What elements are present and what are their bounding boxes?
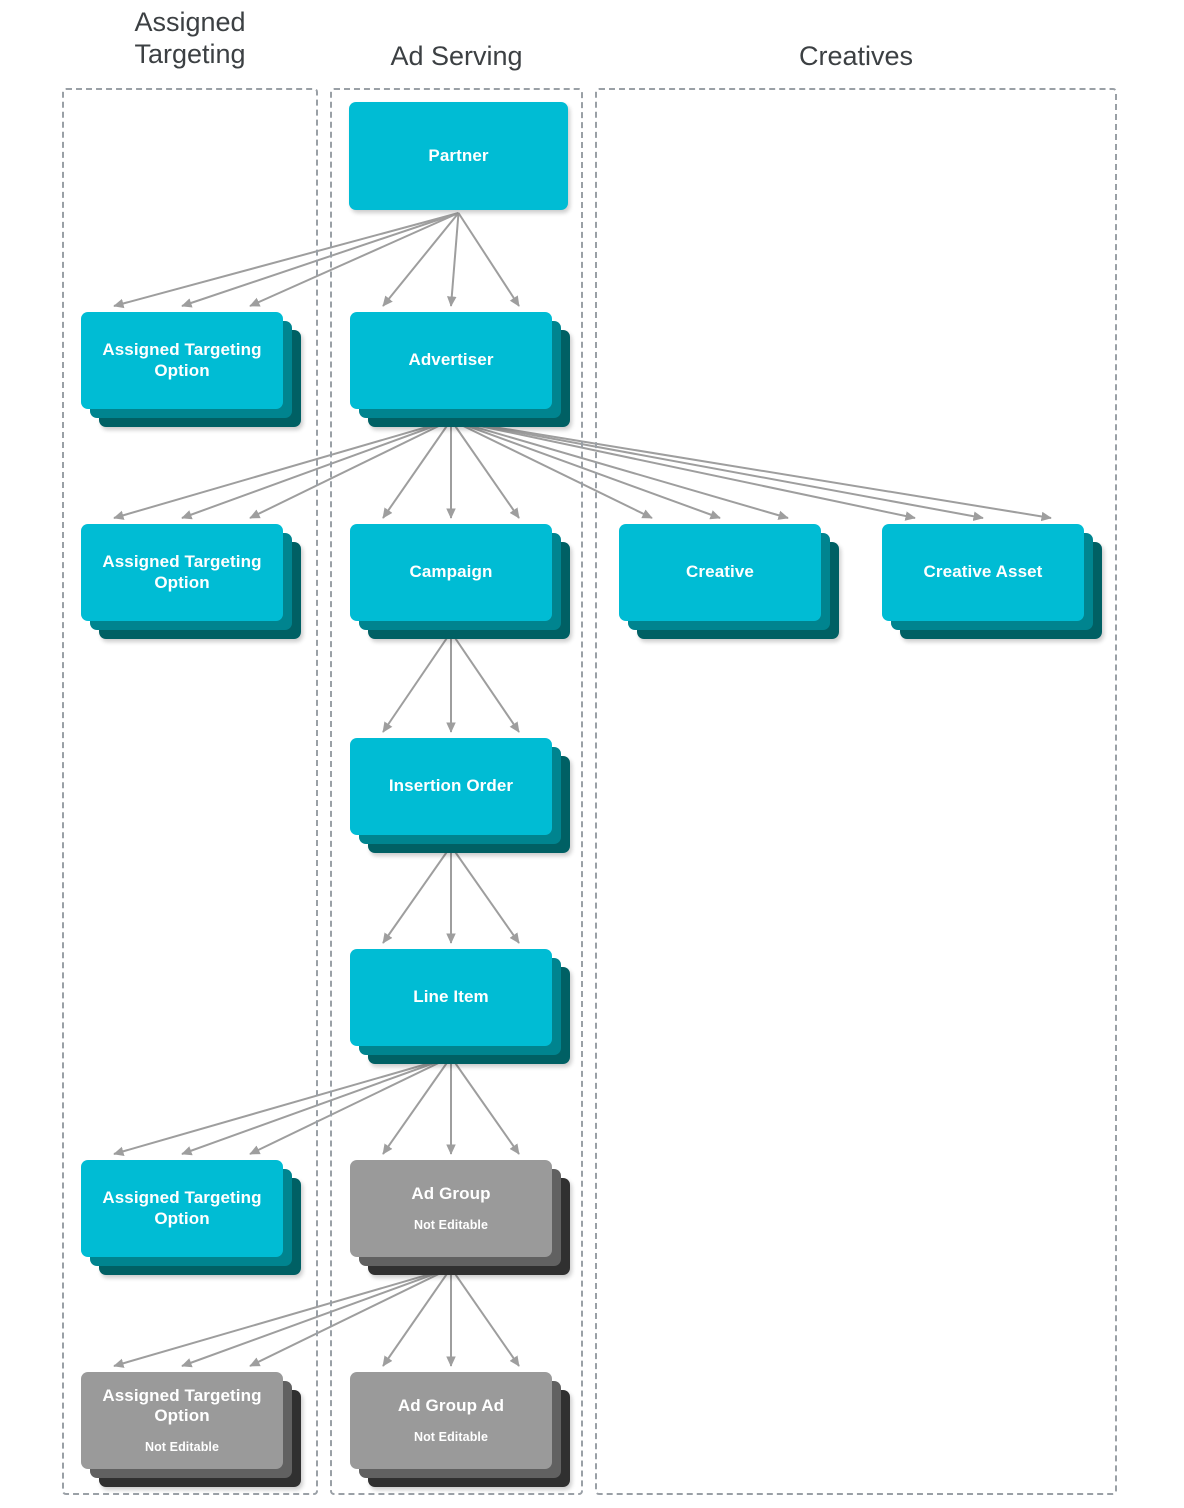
entity-card-label: Ad Group bbox=[411, 1184, 491, 1203]
entity-card-creative-asset[interactable]: Creative Asset bbox=[882, 524, 1084, 621]
edge-advertiser-to-campaign bbox=[382, 419, 520, 519]
edge-campaign-to-insertion-order bbox=[382, 631, 520, 733]
edge-advertiser-to-creative-asset bbox=[450, 419, 1052, 522]
column-group-creatives bbox=[595, 88, 1117, 1495]
column-title-ad-serving: Ad Serving bbox=[390, 41, 523, 71]
edge-partner-to-advertiser bbox=[382, 212, 520, 307]
entity-card-label: Creative Asset bbox=[923, 562, 1043, 582]
entity-card-label: Insertion Order bbox=[388, 776, 514, 796]
edge-advertiser-to-creative bbox=[450, 419, 789, 520]
edge-ad-group-to-ad-group-ad bbox=[382, 1267, 520, 1367]
entity-card-label: Campaign bbox=[409, 562, 493, 582]
entity-card-label: Assigned Targeting Option bbox=[102, 551, 262, 592]
entity-card-label: Assigned Targeting Option bbox=[102, 1385, 262, 1426]
entity-card-label: Assigned Targeting Option bbox=[102, 1187, 262, 1228]
entity-card-label: Assigned Targeting Option bbox=[102, 339, 262, 380]
edge-insertion-order-to-line-item bbox=[382, 845, 520, 944]
entity-card-ato-lineitem[interactable]: Assigned Targeting Option bbox=[81, 1160, 283, 1257]
column-group-assigned-targeting bbox=[62, 88, 318, 1495]
column-group-ad-serving bbox=[330, 88, 583, 1495]
entity-card-label: Partner bbox=[428, 145, 489, 165]
entity-card-partner[interactable]: Partner bbox=[349, 102, 568, 210]
entity-card-label: Ad Group Ad bbox=[397, 1396, 505, 1415]
entity-card-advertiser[interactable]: Advertiser bbox=[350, 312, 552, 409]
entity-card-label: Creative bbox=[686, 562, 754, 582]
column-title-creatives: Creatives bbox=[798, 41, 914, 71]
entity-card-ad-group-ad[interactable]: Ad Group Ad Not Editable bbox=[350, 1372, 552, 1469]
entity-card-label: Line Item bbox=[413, 987, 489, 1007]
entity-card-ato-partner[interactable]: Assigned Targeting Option bbox=[81, 312, 283, 409]
edge-partner-to-ato-partner bbox=[113, 212, 459, 309]
entity-card-line-item[interactable]: Line Item bbox=[350, 949, 552, 1046]
entity-card-not-editable-badge: Not Editable bbox=[413, 1429, 489, 1444]
column-title-assigned-targeting: Assigned Targeting bbox=[134, 7, 246, 69]
entity-card-not-editable-badge: Not Editable bbox=[413, 1217, 489, 1232]
entity-card-insertion-order[interactable]: Insertion Order bbox=[350, 738, 552, 835]
entity-card-ato-advertiser[interactable]: Assigned Targeting Option bbox=[81, 524, 283, 621]
entity-card-label: Advertiser bbox=[408, 350, 494, 370]
edge-line-item-to-ad-group bbox=[382, 1056, 520, 1155]
entity-card-campaign[interactable]: Campaign bbox=[350, 524, 552, 621]
entity-card-creative[interactable]: Creative bbox=[619, 524, 821, 621]
entity-card-not-editable-badge: Not Editable bbox=[144, 1440, 220, 1455]
